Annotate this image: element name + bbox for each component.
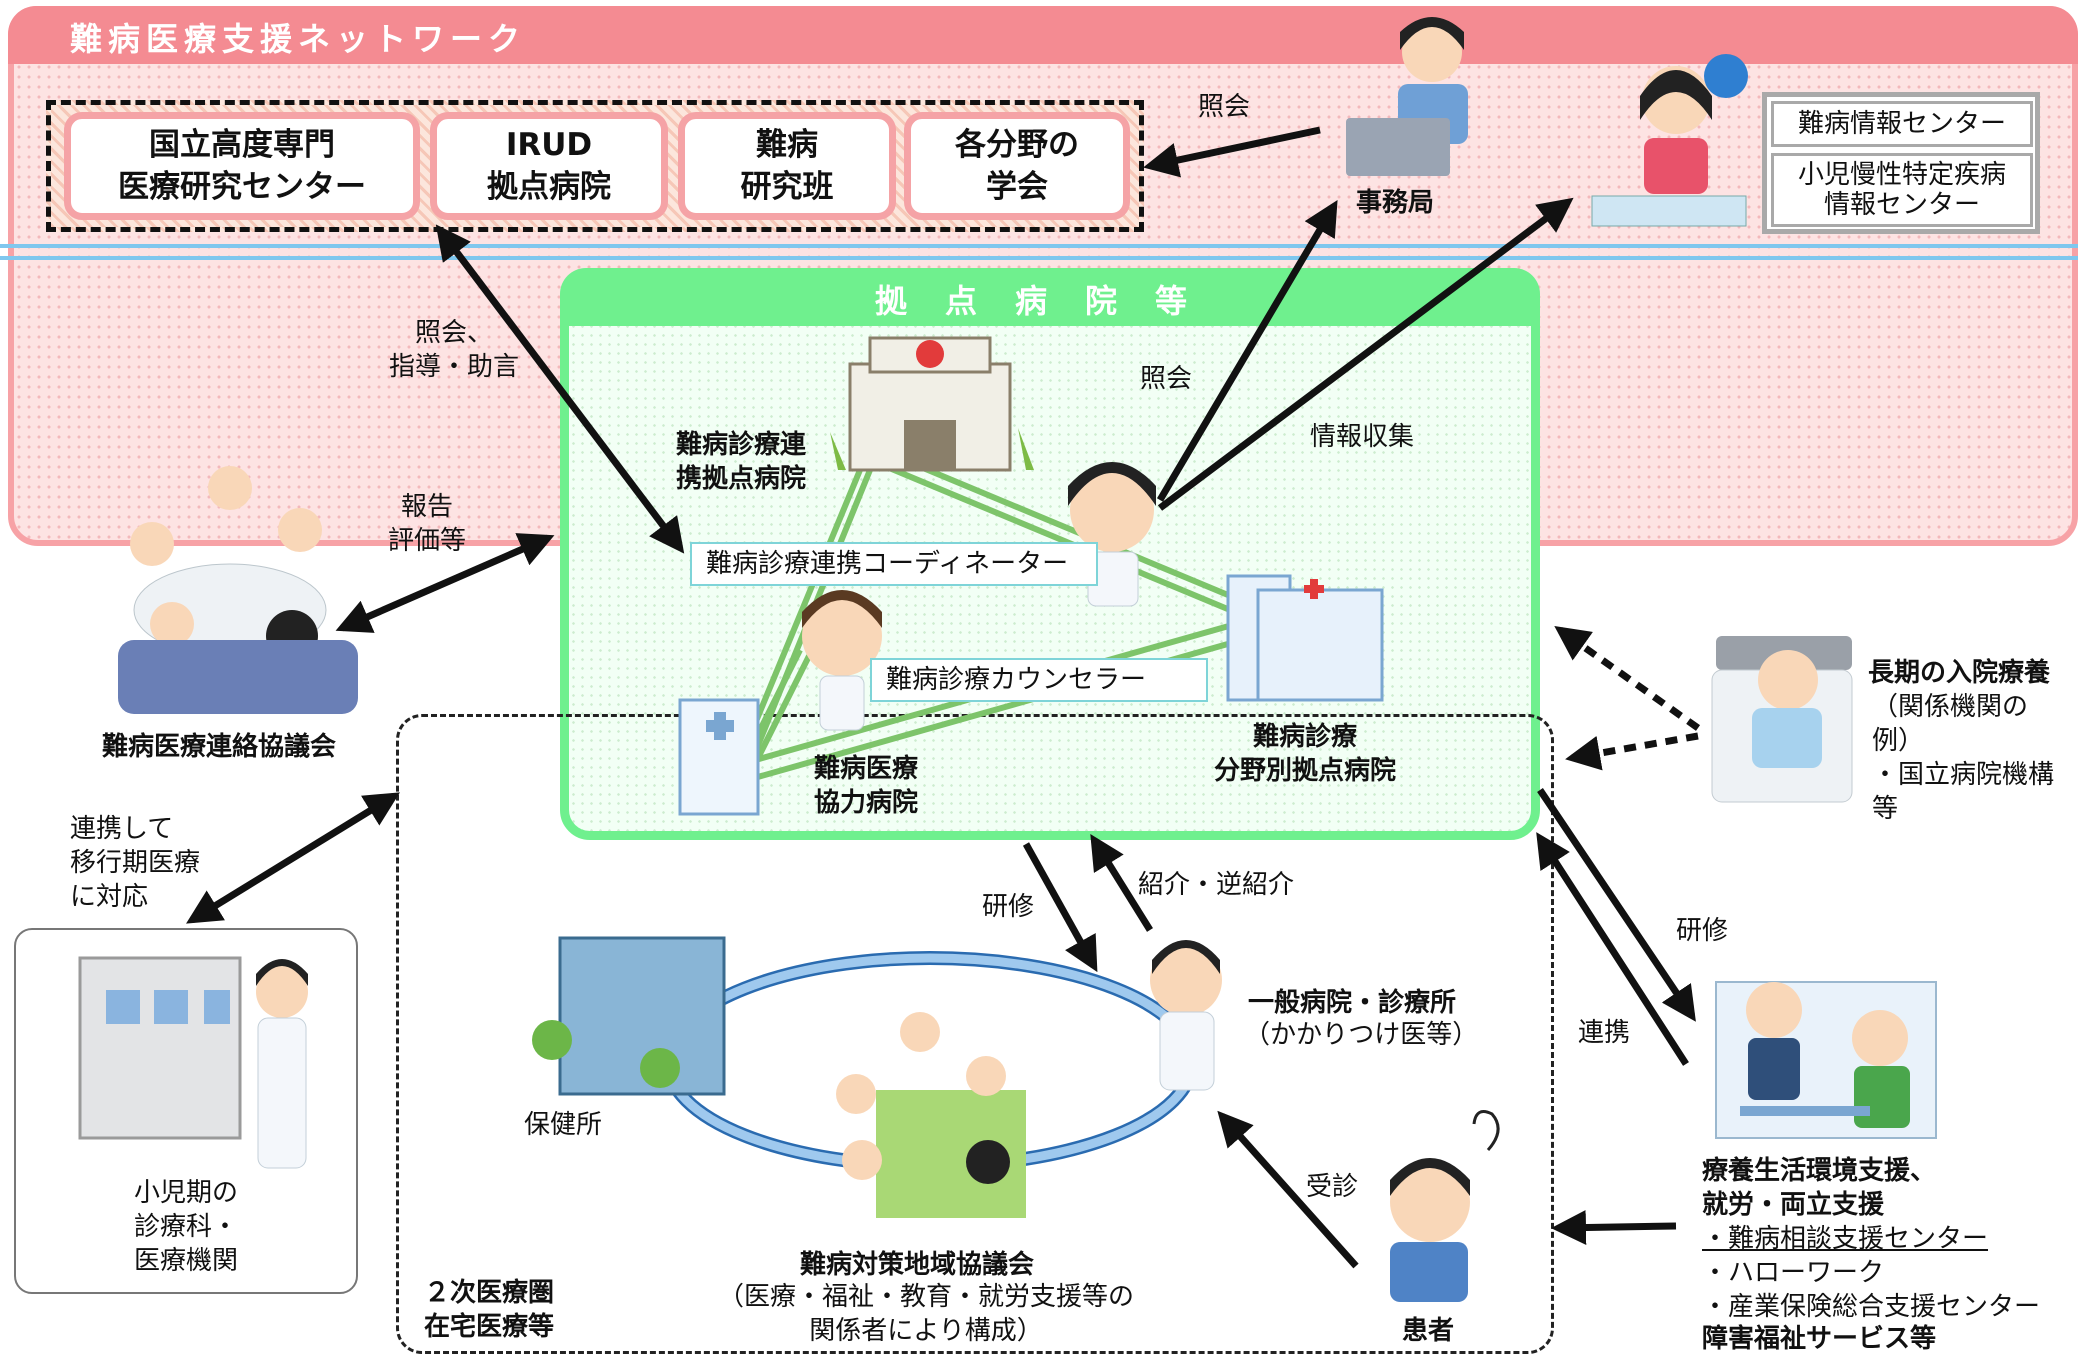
coordinator-tag: 難病診療連携コーディネーター (690, 542, 1098, 586)
inpatient-illustration (1711, 636, 1853, 803)
support-item-hello-work: ・ハローワーク (1702, 1258, 1885, 1288)
arrow-support-to-area (1551, 1210, 1677, 1246)
arrow-training-to-clinic (1022, 842, 1098, 973)
label-consult: 受診 (1306, 1172, 1359, 1202)
specialty-hospital-label: 難病診療 分野別拠点病院 (1213, 722, 1396, 786)
general-clinic-note: （かかりつけ医等） (1244, 1020, 1479, 1050)
institution-research-group: 難病 研究班 (678, 112, 896, 220)
arrow-secretariat-to-institutions (1143, 126, 1321, 178)
info-center-illustration (1591, 54, 1748, 227)
secretariat-illustration (1346, 17, 1468, 176)
label-training-left: 研修 (982, 892, 1035, 922)
arrows (186, 126, 1696, 1269)
pediatric-label: 小児期の 診療科・ 医療機関 (133, 1178, 238, 1276)
support-item-industrial-health: ・産業保険総合支援センター (1702, 1292, 2041, 1322)
label-info-collect: 情報収集 (1310, 422, 1415, 452)
support-title: 療養生活環境支援、 就労・両立支援 (1702, 1156, 1937, 1220)
health-center-illustration (532, 936, 726, 1096)
institution-academic-society: 各分野の 学会 (904, 112, 1130, 220)
area-label: ２次医療圏 在宅医療等 (424, 1278, 555, 1342)
arrow-council-hub (335, 533, 555, 633)
hub-header (560, 268, 1540, 326)
pediatric-info-center: 小児慢性特定疾病 情報センター (1771, 153, 2033, 227)
counselor-tag: 難病診療カウンセラー (870, 658, 1208, 702)
network-header (8, 6, 2078, 64)
arrow-pediatric-area (186, 792, 400, 924)
institution-irud: IRUD 拠点病院 (430, 112, 668, 220)
collab-hospital-illustration (830, 336, 1034, 472)
arrow-hub-to-info (1157, 197, 1574, 511)
label-report: 報告 評価等 (387, 492, 466, 556)
council-label: 難病医療連絡協議会 (102, 732, 337, 762)
info-center-stack: 難病情報センター 小児慢性特定疾病 情報センター (1762, 92, 2040, 234)
regional-council-illustration (836, 1012, 1026, 1218)
network-title: 難病医療支援ネットワーク (70, 20, 527, 58)
health-center-label: 保健所 (524, 1110, 603, 1140)
secretariat-label: 事務局 (1356, 188, 1435, 218)
coop-hospital-label: 難病医療 協力病院 (814, 754, 919, 818)
coop-hospital-illustration (678, 698, 760, 816)
council-illustration (118, 466, 358, 714)
hospital-links (719, 447, 1257, 792)
label-training-right: 研修 (1676, 916, 1729, 946)
support-item-consult-center: ・難病相談支援センター (1702, 1224, 1989, 1254)
counselor-illustration (802, 590, 882, 731)
arrow-patient-to-clinic (1217, 1110, 1359, 1269)
intractable-info-center: 難病情報センター (1771, 101, 2033, 147)
regional-council-title: 難病対策地域協議会 (800, 1250, 1035, 1280)
dashed-arrows (1554, 625, 1701, 771)
patient-label: 患者 (1402, 1316, 1455, 1346)
long-term-note: （関係機関の例） ・国立病院機構等 (1872, 692, 2055, 824)
arrow-hub-to-secretariat (1156, 199, 1338, 502)
label-transition: 連携して 移行期医療 に対応 (70, 814, 201, 912)
divider-line (0, 244, 2078, 248)
collab-hospital-label: 難病診療連 携拠点病院 (676, 430, 807, 494)
label-referral: 紹介・逆紹介 (1138, 870, 1295, 900)
arrow-institutions-coordinator (435, 224, 685, 554)
pediatric-illustration (78, 956, 308, 1169)
specialty-hospital-illustration (1226, 574, 1384, 702)
arrow-training-right (1537, 788, 1696, 1022)
support-footer: 障害福祉サービス等 (1702, 1324, 1937, 1354)
long-term-title: 長期の入院療養 (1868, 658, 2051, 688)
clinic-doctor-illustration (1150, 940, 1222, 1091)
label-inquiry-guidance: 照会、 指導・助言 (388, 318, 519, 382)
arrow-cooperation (1536, 832, 1689, 1066)
institution-ncgm: 国立高度専門 医療研究センター (64, 112, 420, 220)
regional-council-note: （医療・福祉・教育・就労支援等の 関係者により構成） (717, 1282, 1134, 1346)
patient-illustration (1390, 1110, 1500, 1302)
general-clinic-title: 一般病院・診療所 (1248, 988, 1457, 1018)
label-inquiry-hub: 照会 (1140, 364, 1193, 394)
hub-title: 拠点病院等 (874, 282, 1225, 320)
arrow-referral-up (1090, 834, 1153, 932)
support-illustration (1715, 981, 1937, 1139)
coordinator-illustration (1068, 462, 1156, 607)
label-cooperation: 連携 (1578, 1018, 1631, 1048)
divider-line (0, 256, 2078, 260)
label-inquiry-top: 照会 (1198, 92, 1251, 122)
